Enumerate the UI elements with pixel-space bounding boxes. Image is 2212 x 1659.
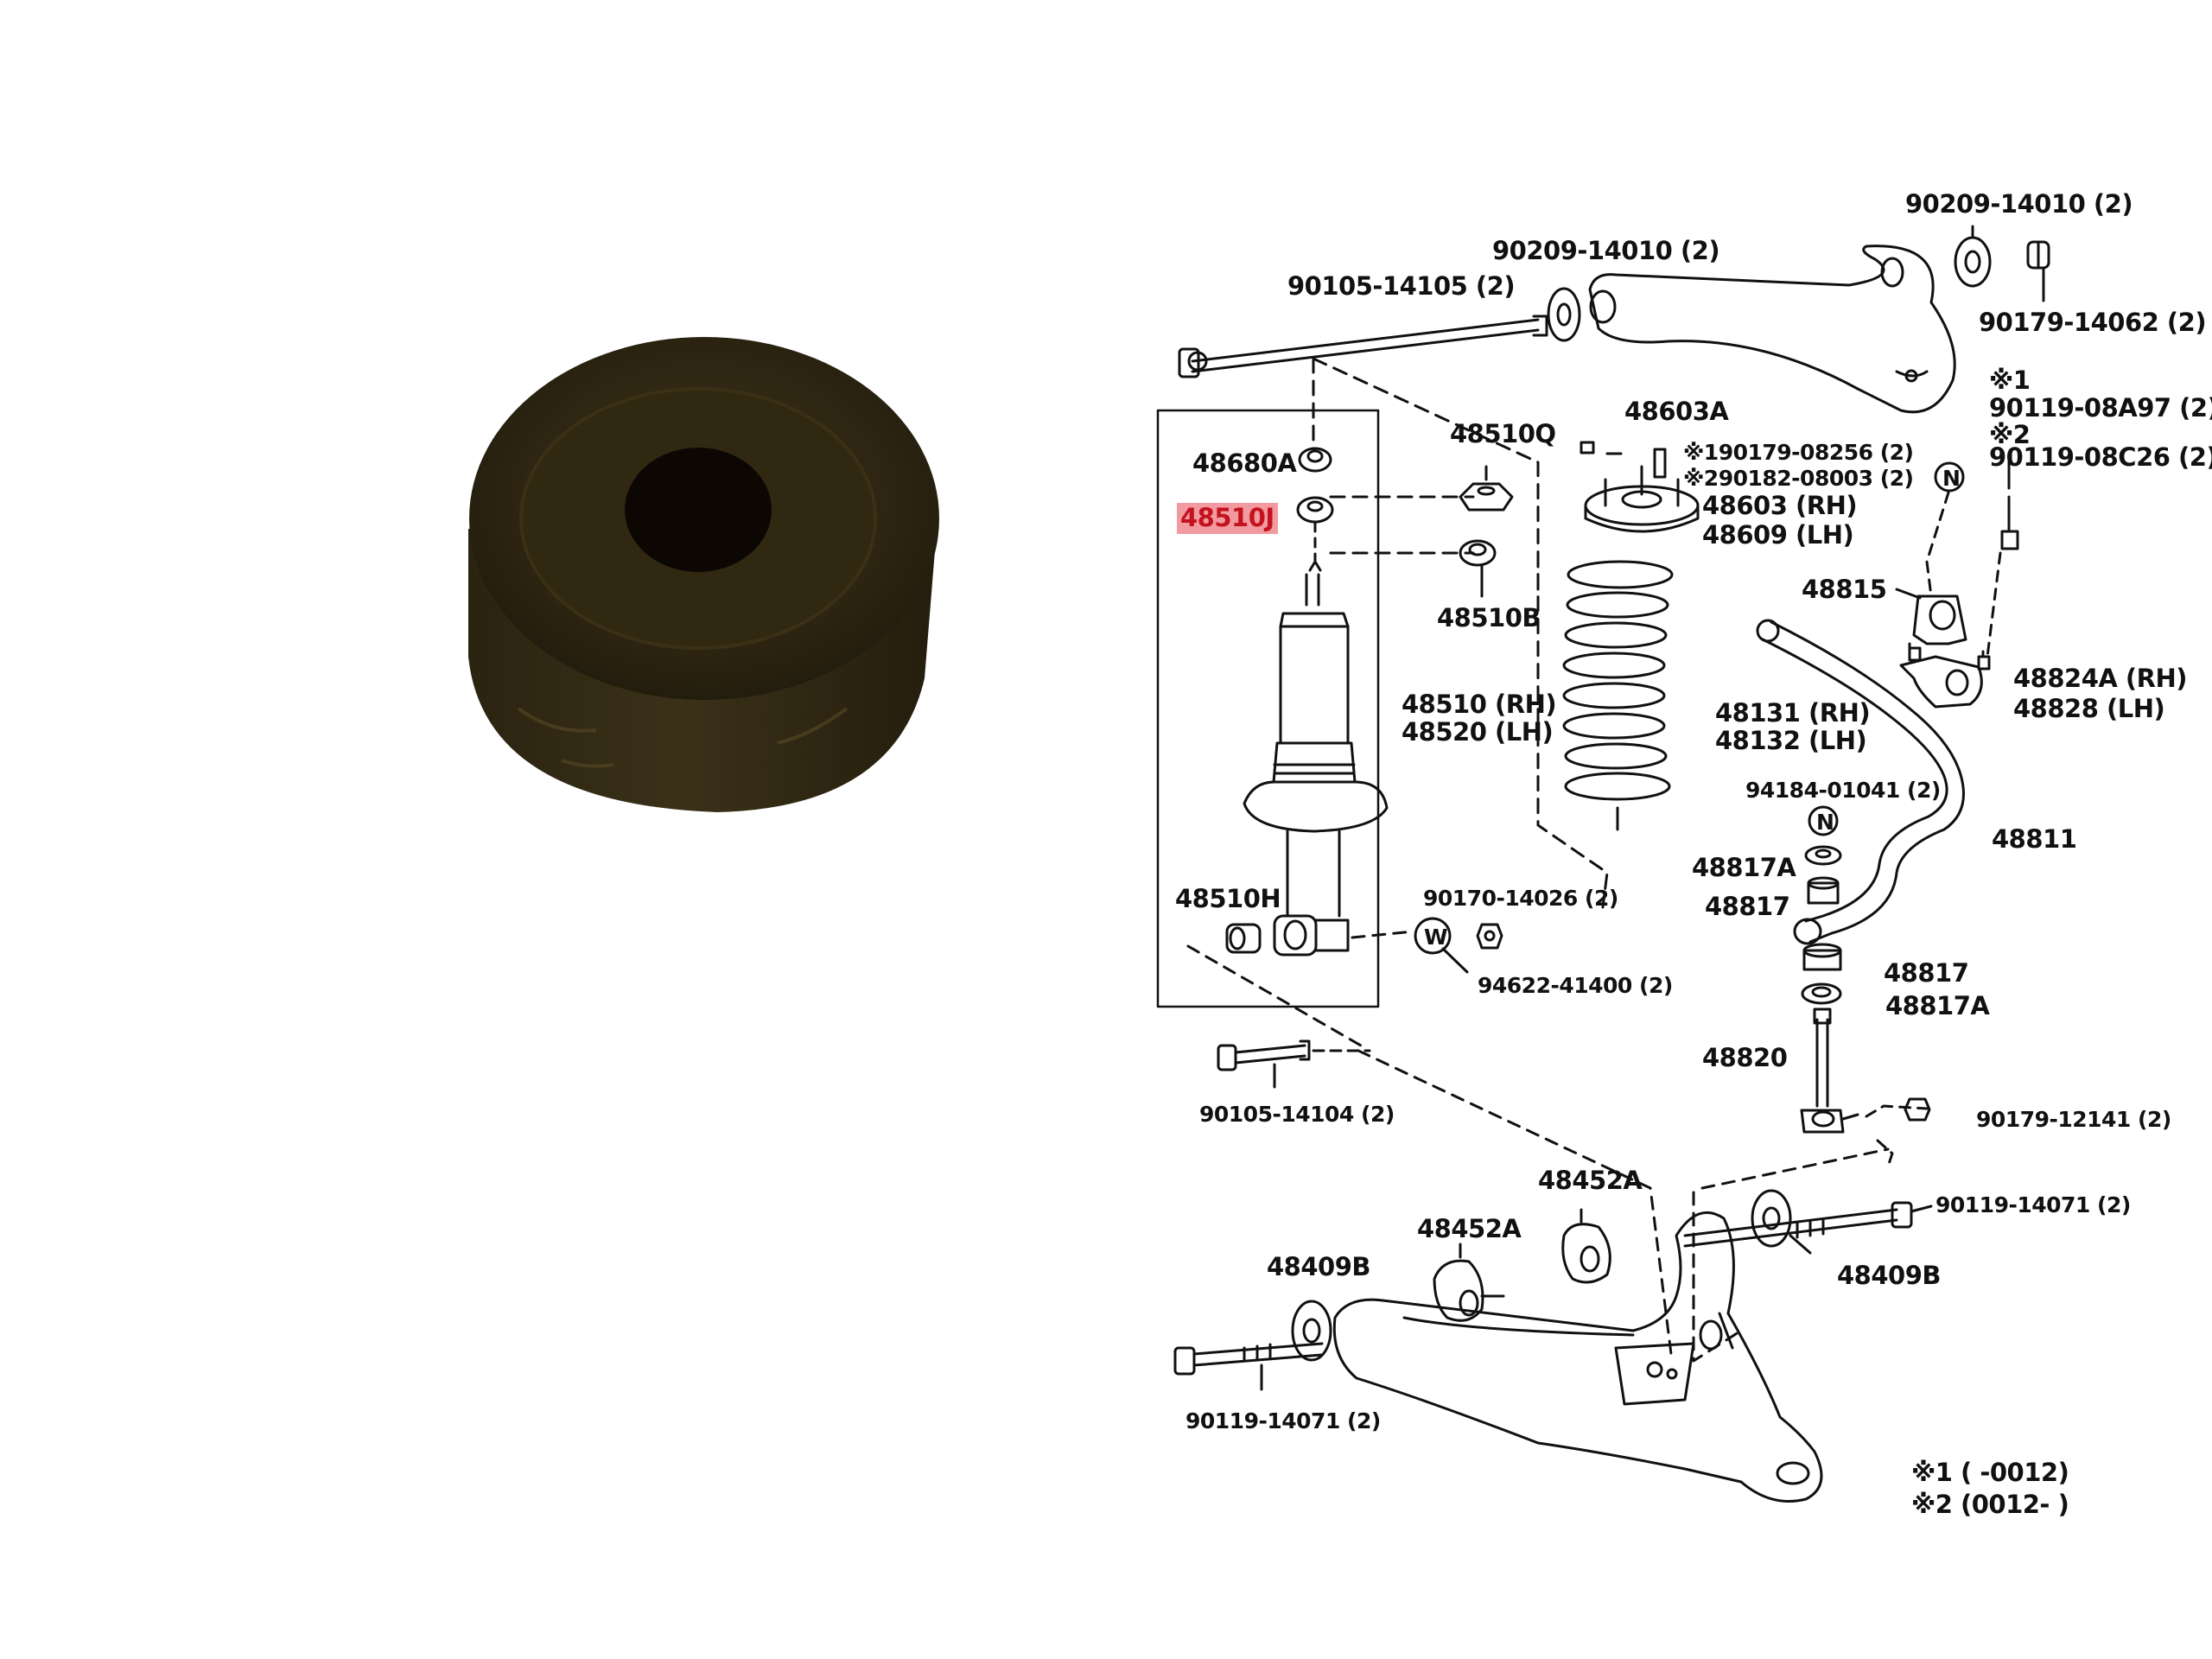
callout-90105-14105: 90105-14105 (2) (1287, 271, 1516, 301)
callout-90209-top: 90209-14010 (2) (1905, 189, 2133, 219)
stabilizer-bracket-48824a (1899, 642, 1991, 709)
callout-48452a-right: 48452A (1538, 1166, 1643, 1195)
note-mark1-range: ※1 ( -0012) (1911, 1458, 2069, 1487)
callout-mark2-top: ※2 (1989, 420, 2031, 449)
upper-control-arm (1588, 245, 1956, 414)
part-48817-lower (1802, 943, 1842, 971)
nut-90170-14026 (1476, 923, 1503, 950)
callout-90209-mid: 90209-14010 (2) (1492, 236, 1720, 265)
bushing-center-hole (625, 448, 772, 572)
callout-48817-lower: 48817 (1884, 958, 1969, 988)
callout-290182-08003: ※290182-08003 (2) (1683, 466, 1914, 491)
callout-48520-lh: 48520 (LH) (1402, 717, 1554, 747)
symbol-w-washer: W (1424, 925, 1448, 950)
callout-48817-upper: 48817 (1705, 892, 1790, 921)
coil-spring (1562, 560, 1674, 831)
note-mark2-range: ※2 (0012- ) (1911, 1490, 2069, 1519)
callout-94184-01041: 94184-01041 (2) (1745, 778, 1941, 803)
callout-48820: 48820 (1702, 1043, 1788, 1072)
callout-48815: 48815 (1802, 575, 1887, 604)
callout-190179-08256: ※190179-08256 (2) (1683, 440, 1914, 465)
part-48680a (1298, 447, 1332, 473)
shock-absorber (1243, 560, 1389, 957)
callout-90179-14062: 90179-14062 (2) (1979, 308, 2207, 337)
leader-94622 (1441, 947, 1469, 974)
cam-washer-top (1954, 225, 1992, 288)
dashed-guide-lines-shock (1186, 930, 1674, 1363)
shock-assembly-box (1156, 409, 1380, 1008)
nut-n-lower-marker (1808, 805, 1839, 836)
callout-48131-rh: 48131 (RH) (1715, 698, 1871, 728)
stabilizer-bar (1756, 619, 1965, 945)
callout-48680a: 48680A (1192, 448, 1297, 478)
part-48817-upper (1807, 876, 1840, 905)
callout-48828-lh: 48828 (LH) (2013, 694, 2165, 723)
callout-90119-08a97: 90119-08A97 (2) (1989, 393, 2212, 423)
callout-48452a-left: 48452A (1417, 1214, 1522, 1243)
part-48817a-upper (1804, 845, 1842, 866)
stabilizer-bushing-48815 (1895, 588, 1967, 645)
washer-94622 (1414, 917, 1452, 955)
callout-48603-rh: 48603 (RH) (1702, 491, 1858, 520)
callout-48510j-highlighted[interactable]: 48510J (1177, 503, 1278, 534)
cam-washer-mid (1547, 287, 1581, 342)
lower-control-arm (1332, 1211, 1823, 1503)
callout-48409b-right: 48409B (1837, 1261, 1942, 1290)
nut-n-upper-marker (1934, 461, 1965, 493)
dashed-guide-lines-upper (1312, 357, 1609, 909)
callout-48510h: 48510H (1175, 884, 1281, 913)
callout-48609-lh: 48609 (LH) (1702, 520, 1854, 550)
dashed-guide-lines-bracket (1925, 491, 2002, 658)
nut-90179-12141 (1904, 1097, 1931, 1122)
bushing-scuff-marks (517, 707, 849, 768)
callout-48817a-upper: 48817A (1692, 853, 1796, 882)
callout-48510-rh: 48510 (RH) (1402, 690, 1557, 719)
dashed-guide-lines-lower (1692, 1147, 1890, 1363)
callout-48603a: 48603A (1624, 397, 1729, 426)
cam-48409b-right (1751, 1189, 1812, 1255)
part-48510h (1225, 923, 1262, 954)
lower-arm-bolt-right (1683, 1201, 1933, 1248)
callout-90119-14071-left: 90119-14071 (2) (1185, 1408, 1381, 1433)
callout-48510q: 48510Q (1450, 419, 1556, 448)
part-48510q (1459, 465, 1514, 512)
callout-90170-14026: 90170-14026 (2) (1423, 886, 1618, 911)
callout-90179-12141: 90179-12141 (2) (1976, 1107, 2171, 1132)
symbol-n-lower: N (1816, 810, 1834, 835)
callout-48132-lh: 48132 (LH) (1715, 726, 1867, 755)
callout-90105-14104: 90105-14104 (2) (1199, 1102, 1395, 1127)
callout-48824a-rh: 48824A (RH) (2013, 664, 2188, 693)
callout-48510b: 48510B (1437, 603, 1541, 632)
callout-94622-41400: 94622-41400 (2) (1478, 973, 1673, 998)
nut-90179-14062 (2026, 240, 2050, 302)
upper-support-48603 (1580, 441, 1700, 533)
bolt-90119-08c26 (2000, 456, 2019, 550)
part-48510b (1459, 539, 1497, 598)
dashed-guide-lines-link (1865, 1104, 1929, 1168)
callout-48817a-lower: 48817A (1885, 991, 1990, 1020)
callout-90119-14071-right: 90119-14071 (2) (1936, 1192, 2131, 1217)
stabilizer-link-48820 (1800, 1007, 1859, 1134)
lower-arm-bolt-left (1173, 1342, 1324, 1391)
callout-90119-08c26: 90119-08C26 (2) (1989, 442, 2212, 472)
bushing-48452a-left (1433, 1243, 1505, 1322)
cam-48409b-left (1291, 1300, 1332, 1362)
callout-mark1-top: ※1 (1989, 365, 2031, 395)
lower-shock-bolt (1217, 1039, 1371, 1089)
callout-48811: 48811 (1992, 824, 2077, 854)
upper-arm-bolt (1178, 315, 1548, 378)
part-48510j (1296, 496, 1334, 568)
part-48817a-lower (1801, 982, 1842, 1005)
callout-48409b-left: 48409B (1267, 1252, 1371, 1281)
symbol-n-upper: N (1942, 466, 1961, 491)
bushing-48452a-right (1561, 1208, 1611, 1284)
